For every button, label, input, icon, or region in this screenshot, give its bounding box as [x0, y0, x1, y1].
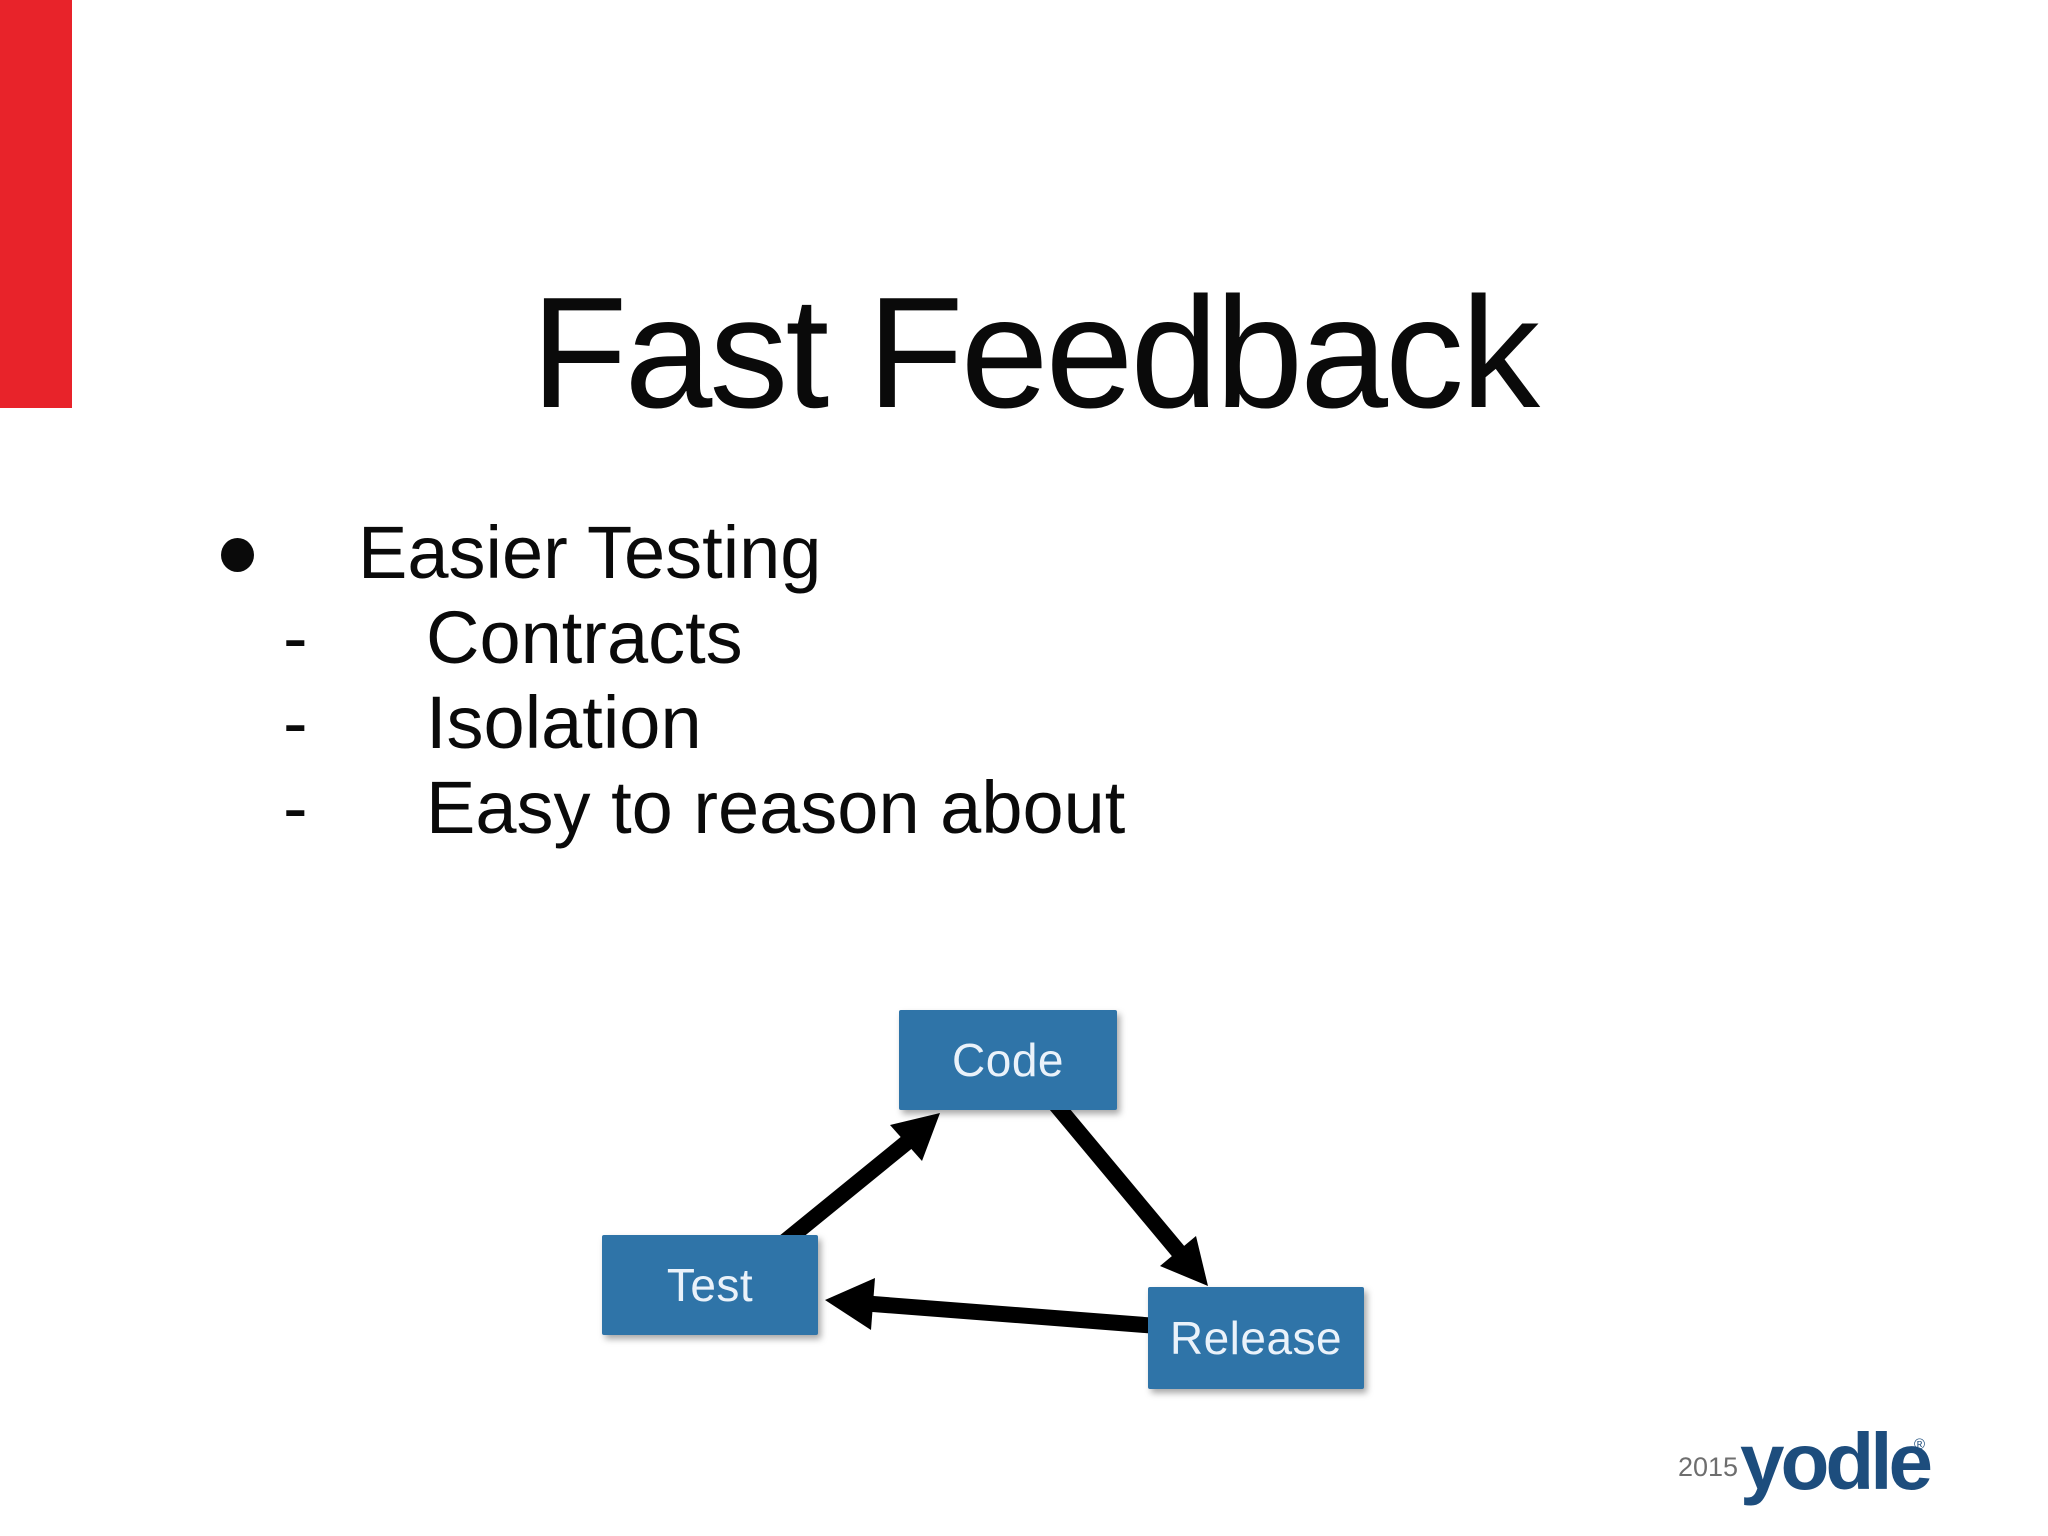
bullet-item-label: Easier Testing	[358, 511, 822, 594]
page-title: Fast Feedback	[530, 264, 1540, 441]
red-accent-bar	[0, 0, 72, 408]
dash-marker: -	[283, 681, 308, 764]
brand-logo: yodle	[1740, 1417, 1933, 1506]
node-label: Code	[952, 1034, 1064, 1086]
sub-bullet-item-label: Contracts	[426, 596, 743, 679]
diagram-node-code: Code	[899, 1010, 1117, 1110]
arrow-release-to-test	[825, 1278, 1166, 1334]
sub-bullet-item-label: Isolation	[426, 681, 702, 764]
bullet-dot-marker	[221, 538, 254, 572]
registered-mark-icon: ®	[1914, 1436, 1926, 1453]
arrow-code-to-release	[1044, 1092, 1208, 1286]
footer-year: 2015	[1678, 1452, 1739, 1482]
node-label: Release	[1169, 1312, 1343, 1364]
arrow-test-to-code	[774, 1113, 940, 1252]
diagram-node-release: Release	[1148, 1287, 1364, 1389]
diagram-node-test: Test	[602, 1235, 818, 1335]
dash-marker: -	[283, 596, 308, 679]
sub-bullet-item-label: Easy to reason about	[426, 766, 1126, 849]
node-label: Test	[666, 1259, 754, 1311]
dash-marker: -	[283, 766, 308, 849]
